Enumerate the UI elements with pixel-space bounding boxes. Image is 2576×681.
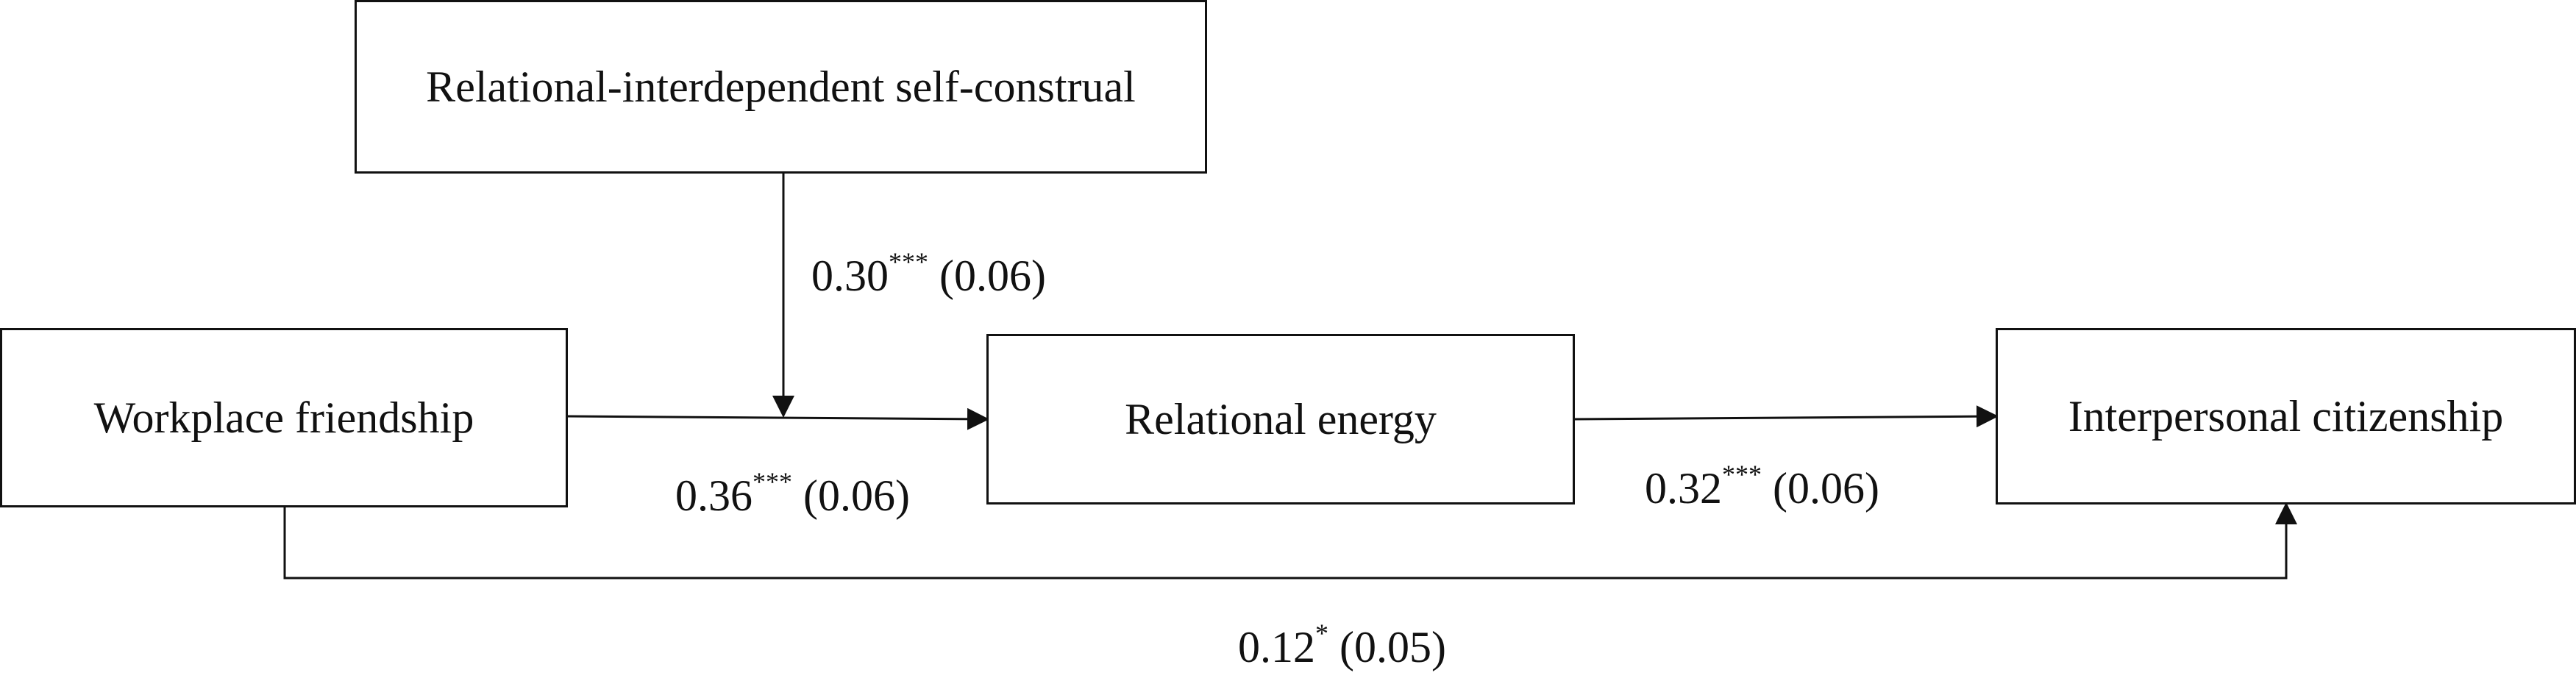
predictor-box: Workplace friendship — [0, 328, 568, 507]
interaction-coefficient: 0.30*** (0.06) — [811, 249, 1046, 300]
interaction-significance: *** — [889, 247, 928, 277]
interaction-se: (0.06) — [939, 252, 1046, 300]
moderator-label: Relational-interdependent self-construal — [426, 62, 1136, 111]
a-path-coefficient: 0.36*** (0.06) — [675, 468, 910, 520]
direct-estimate: 0.12 — [1238, 623, 1315, 671]
b-path-coefficient: 0.32*** (0.06) — [1645, 461, 1879, 513]
outcome-box: Interpersonal citizenship — [1996, 328, 2576, 504]
mediator-box: Relational energy — [986, 334, 1575, 504]
outcome-label: Interpersonal citizenship — [2068, 391, 2504, 441]
mediator-label: Relational energy — [1125, 394, 1437, 443]
arrow-predictor-to-mediator — [566, 407, 989, 430]
a-path-estimate: 0.36 — [675, 471, 752, 520]
b-path-se: (0.06) — [1773, 464, 1879, 513]
b-path-significance: *** — [1722, 460, 1762, 489]
a-path-se: (0.06) — [803, 471, 910, 520]
arrow-direct-effect — [283, 502, 2297, 580]
predictor-label: Workplace friendship — [93, 393, 474, 442]
arrow-mediator-to-outcome — [1573, 405, 1999, 428]
direct-significance: * — [1315, 618, 1328, 648]
a-path-significance: *** — [752, 467, 792, 496]
b-path-estimate: 0.32 — [1645, 464, 1722, 513]
direct-effect-coefficient: 0.12* (0.05) — [1238, 620, 1446, 671]
direct-se: (0.05) — [1339, 623, 1446, 671]
moderator-box: Relational-interdependent self-construal — [355, 0, 1207, 174]
interaction-estimate: 0.30 — [811, 252, 889, 300]
